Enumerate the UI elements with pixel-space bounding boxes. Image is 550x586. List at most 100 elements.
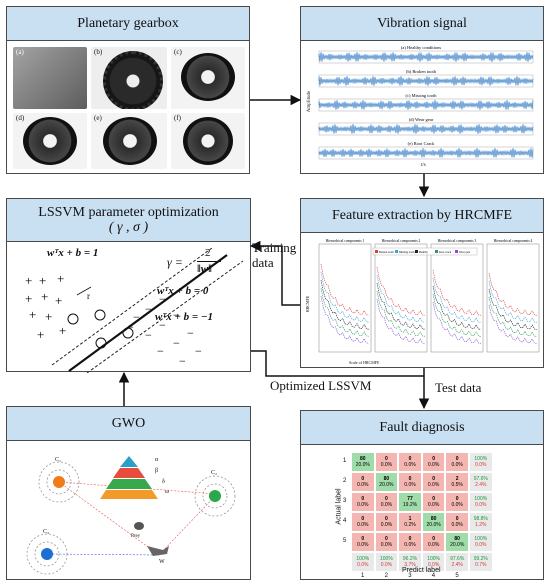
- positive-samples: ++++++++++: [25, 271, 66, 342]
- hrcmfe-panel: [430, 243, 484, 353]
- minus-sample: −: [159, 318, 166, 332]
- lssvm-title-text: LSSVM parameter optimization: [38, 205, 219, 220]
- arrow-training-data: [249, 240, 300, 306]
- gear-photo-e: [91, 113, 167, 169]
- fault-diagnosis-title: Fault diagnosis: [301, 411, 543, 445]
- feature-xlabel: Scale of HRCMFE: [349, 360, 380, 365]
- hrcmfe-legend-item: Wear gear: [459, 251, 470, 254]
- confusion-cell: 100%0.0%: [469, 452, 493, 472]
- svm-gamma-fraction-bar: [197, 261, 221, 262]
- gear-photo-a: [13, 47, 87, 109]
- test-data-label: Test data: [435, 380, 482, 395]
- panel-label-c: (c): [174, 48, 182, 56]
- confusion-row-label: 4: [343, 518, 347, 524]
- plus-sample: +: [39, 273, 46, 288]
- hrcmfe-panel: [374, 243, 428, 353]
- hrcmfe-legend-item: Broken tooth: [379, 251, 394, 254]
- vibration-signal-plot: (a) Healthy conditions(b) Broken tooth(c…: [318, 45, 534, 160]
- confusion-row-label: 5: [343, 538, 347, 544]
- plus-sample: +: [29, 307, 36, 322]
- confusion-cell: 97.6%2.4%: [445, 552, 469, 572]
- hrcmfe-series: [376, 290, 426, 337]
- wolf-w-label: W: [159, 559, 165, 565]
- vibration-trace: [318, 147, 534, 158]
- hrcmfe-legend-item: Root crack: [439, 251, 452, 254]
- gwo-hierarchy-diagram: [26, 456, 236, 575]
- panel-label-b: (b): [94, 48, 103, 56]
- hrcmfe-legend-item: Healthy: [419, 251, 428, 254]
- hrcmfe-ylabel: HRCMFE: [305, 295, 310, 312]
- plus-sample: +: [59, 323, 66, 338]
- confusion-col-label: 1: [361, 573, 365, 579]
- confusion-row-label: 1: [343, 458, 347, 464]
- vibration-trace: [318, 99, 534, 110]
- confusion-cell: 100%0.0%: [421, 552, 446, 572]
- svm-gamma-den: ‖w‖: [197, 263, 212, 275]
- hrcmfe-series: [376, 274, 426, 323]
- wolf-c1-label: C₁: [55, 457, 62, 463]
- pyramid-omega: ω: [165, 489, 169, 495]
- hrcmfe-series: [376, 282, 426, 330]
- planetary-gearbox-title: Planetary gearbox: [7, 7, 249, 41]
- optimized-lssvm-label: Optimized LSSVM: [270, 378, 372, 393]
- panel-label-a: (a): [16, 48, 24, 56]
- gwo-box: GWO α β δ ω C₁ C₂ C₃ W Prey: [6, 406, 251, 580]
- confusion-row-label: 2: [343, 478, 347, 484]
- hrcmfe-series: [432, 301, 482, 344]
- pyramid-delta: δ: [162, 479, 165, 485]
- vibration-trace: [318, 52, 534, 63]
- hrcmfe-panel-title: Hierarchical components 2: [382, 239, 421, 243]
- svm-r-label: r: [87, 291, 90, 301]
- pyramid-beta: β: [155, 468, 159, 474]
- svm-eq-top: wᵀx + b = 1: [47, 247, 99, 259]
- prey-label: Prey: [131, 534, 141, 539]
- pyramid-alpha: α: [155, 457, 159, 463]
- svm-gamma-num: 2: [205, 247, 211, 259]
- plus-sample: +: [45, 309, 52, 324]
- plus-sample: +: [57, 271, 64, 286]
- confusion-cell: 97.6%2.4%: [469, 472, 493, 492]
- hrcmfe-panel-title: Hierarchical components 4: [494, 239, 533, 243]
- minus-sample: −: [173, 308, 180, 322]
- svm-margin-diagram: ++++++++++ −−−−−−−−−−−−: [25, 247, 244, 373]
- plus-sample: +: [25, 291, 32, 306]
- vibration-caption: (d) Wear gear: [409, 117, 434, 122]
- confusion-cell: 100%0.0%: [351, 552, 375, 572]
- feature-extraction-box: Feature extraction by HRCMFE Hierarchica…: [300, 198, 544, 368]
- lssvm-title: LSSVM parameter optimization ( γ , σ ): [7, 199, 250, 242]
- arrow-optimized-lssvm: [251, 350, 424, 377]
- negative-samples: −−−−−−−−−−−−: [127, 292, 202, 368]
- hrcmfe-series: [488, 272, 538, 316]
- hrcmfe-series: [320, 263, 370, 316]
- wolf-c3-label: C₃: [43, 529, 50, 535]
- minus-sample: −: [127, 320, 134, 334]
- plus-sample: +: [41, 289, 48, 304]
- confusion-cell: 100%0.0%: [469, 532, 493, 552]
- hrcmfe-series: [432, 269, 482, 316]
- gear-photo-f: [171, 113, 245, 169]
- hrcmfe-series: [488, 296, 538, 337]
- wolf-c2-label: C₂: [211, 470, 218, 476]
- training-data-label: Training data: [252, 240, 297, 270]
- panel-label-e: (e): [94, 114, 102, 122]
